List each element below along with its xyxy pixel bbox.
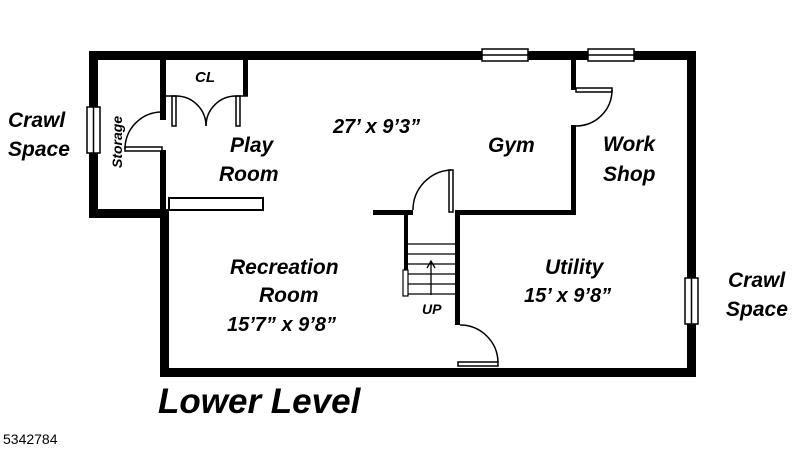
play-gym-dimensions: 27’ x 9’3” [332, 116, 420, 138]
play-room-label: Play [230, 134, 275, 157]
half-wall [168, 197, 264, 211]
window-right-utility [684, 277, 699, 325]
stairs [402, 243, 455, 297]
closet-label: CL [195, 69, 215, 86]
recreation-room-label: Recreation [230, 256, 339, 279]
crawl-space-left-label: Crawl [8, 109, 66, 132]
utility-door [457, 324, 499, 367]
gym-label: Gym [488, 134, 535, 157]
utility-label: Utility [545, 256, 605, 279]
crawl-space-left-label: Space [8, 138, 70, 161]
level-title: Lower Level [158, 382, 362, 421]
windows [86, 48, 699, 325]
room-labels: Crawl Space Storage CL Play Room 27’ x 9… [8, 69, 788, 336]
storage-door [124, 111, 163, 152]
listing-number: 5342784 [3, 431, 58, 447]
interior-walls [160, 60, 576, 325]
play-room-label: Room [219, 163, 279, 186]
stairs-up-label: UP [422, 301, 442, 317]
closet-doors [166, 95, 248, 127]
storage-label: Storage [109, 116, 125, 168]
crawl-space-right-label: Space [726, 298, 788, 321]
work-shop-label: Shop [603, 163, 656, 186]
window-top-gym [481, 48, 529, 62]
recreation-room-dimensions: 15’7” x 9’8” [227, 314, 336, 336]
stair-top-door [412, 169, 454, 213]
recreation-room-label: Room [259, 284, 319, 307]
crawl-space-right-label: Crawl [728, 269, 786, 292]
utility-dimensions: 15’ x 9’8” [524, 285, 611, 307]
workshop-door [575, 87, 613, 127]
window-top-workshop [587, 48, 635, 62]
doors [124, 87, 613, 367]
window-left-storage [86, 106, 101, 154]
work-shop-label: Work [603, 133, 656, 156]
